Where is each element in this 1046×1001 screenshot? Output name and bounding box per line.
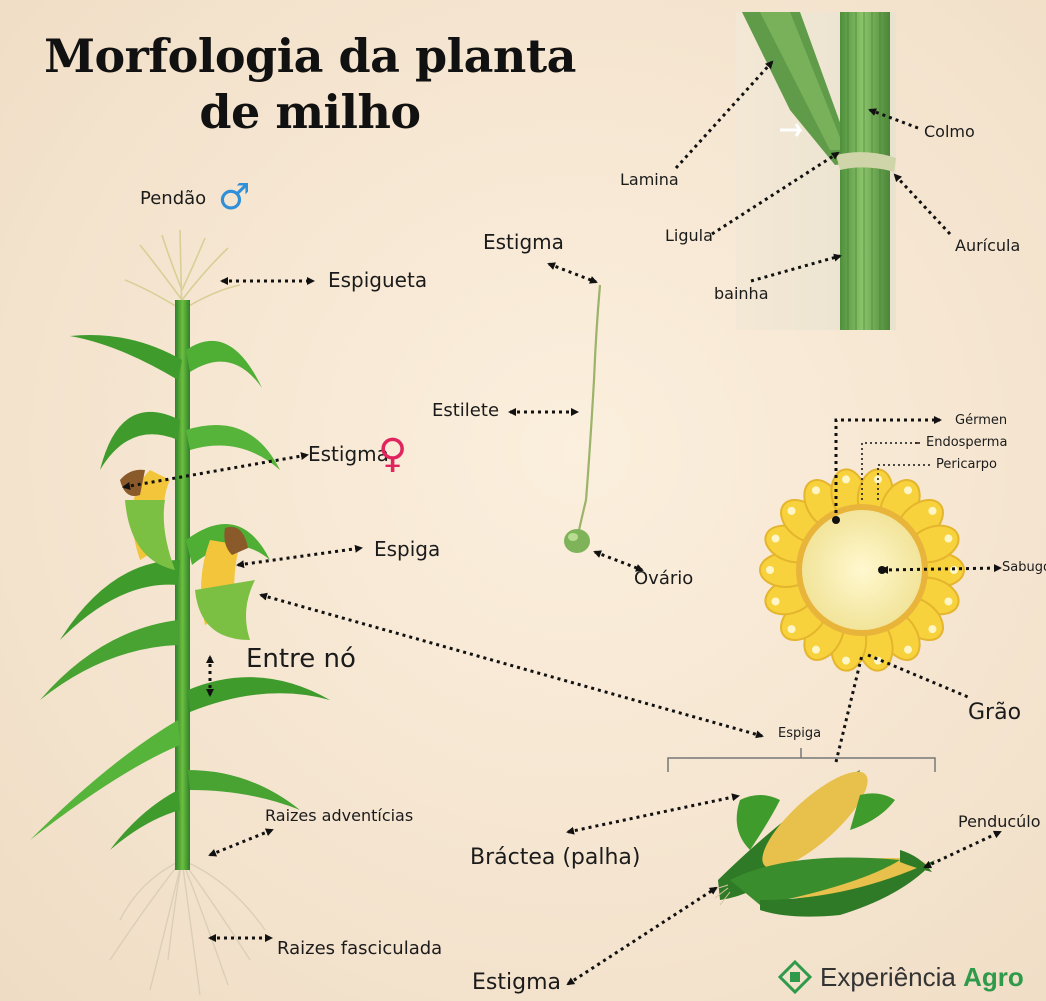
label-raizes-fasciculada: Raizes fasciculada	[277, 938, 442, 959]
label-penducolo: Penducúlo	[958, 812, 1046, 831]
label-ovario: Ovário	[634, 568, 693, 589]
bracket	[668, 758, 935, 772]
diagram-title: Morfologia da planta de milho	[30, 28, 590, 140]
kernel-germ	[904, 486, 912, 494]
brand-prefix: Experiência	[820, 962, 963, 992]
label-espiga-palha: Espiga	[778, 726, 821, 741]
label-colmo: Colmo	[924, 122, 975, 141]
female-symbol-icon: ♀	[378, 432, 407, 476]
female-flower	[564, 285, 600, 553]
kernel-germ	[812, 486, 820, 494]
stem-photo	[736, 12, 896, 330]
kernel-germ	[772, 597, 780, 605]
kernel-germ	[944, 597, 952, 605]
label-lamina: Lamina	[620, 170, 679, 189]
label-estigma-planta: Estigma	[308, 442, 389, 466]
kernel-germ	[928, 625, 936, 633]
label-espigueta: Espigueta	[328, 268, 427, 292]
kernel-germ	[842, 657, 850, 665]
label-ligula: Ligula	[665, 226, 713, 245]
brand-name: Experiência Agro	[820, 962, 1024, 993]
kernel-germ	[788, 625, 796, 633]
label-entre-no: Entre nó	[246, 644, 356, 674]
label-endosperma: Endosperma	[926, 435, 1007, 450]
label-germen: Gérmen	[955, 413, 1007, 428]
kernel-germ	[766, 566, 774, 574]
brand-icon	[778, 960, 812, 994]
kernel-germ	[904, 646, 912, 654]
kernel-germ	[842, 475, 850, 483]
corn-ears	[712, 758, 935, 917]
male-symbol-icon: ♂	[218, 178, 250, 218]
kernel-germ	[772, 535, 780, 543]
label-espiga-planta: Espiga	[374, 537, 440, 561]
label-auricula: Aurícula	[955, 236, 1020, 255]
label-bainha: bainha	[714, 284, 769, 303]
label-pericarpo: Pericarpo	[936, 457, 997, 472]
kernel-germ	[944, 535, 952, 543]
kernel-germ	[928, 507, 936, 515]
label-grao: Grão	[968, 700, 1021, 725]
label-estigma-palha: Estigma	[472, 970, 561, 995]
label-estilete: Estilete	[432, 400, 499, 421]
brand-highlight: Agro	[963, 962, 1024, 992]
label-estigma-flor: Estigma	[483, 230, 564, 254]
label-bractea: Bráctea (palha)	[470, 845, 641, 870]
title-line-1: Morfologia da planta	[30, 28, 590, 84]
title-line-2: de milho	[30, 84, 590, 140]
brand-logo: Experiência Agro	[778, 958, 1024, 996]
kernel-germ	[812, 646, 820, 654]
kernel-germ	[788, 507, 796, 515]
corn-plant	[30, 230, 330, 995]
label-pendao: Pendão	[140, 188, 206, 209]
label-sabugo: Sabugo	[1002, 560, 1046, 575]
label-raizes-adventicias: Raizes adventícias	[265, 806, 413, 825]
